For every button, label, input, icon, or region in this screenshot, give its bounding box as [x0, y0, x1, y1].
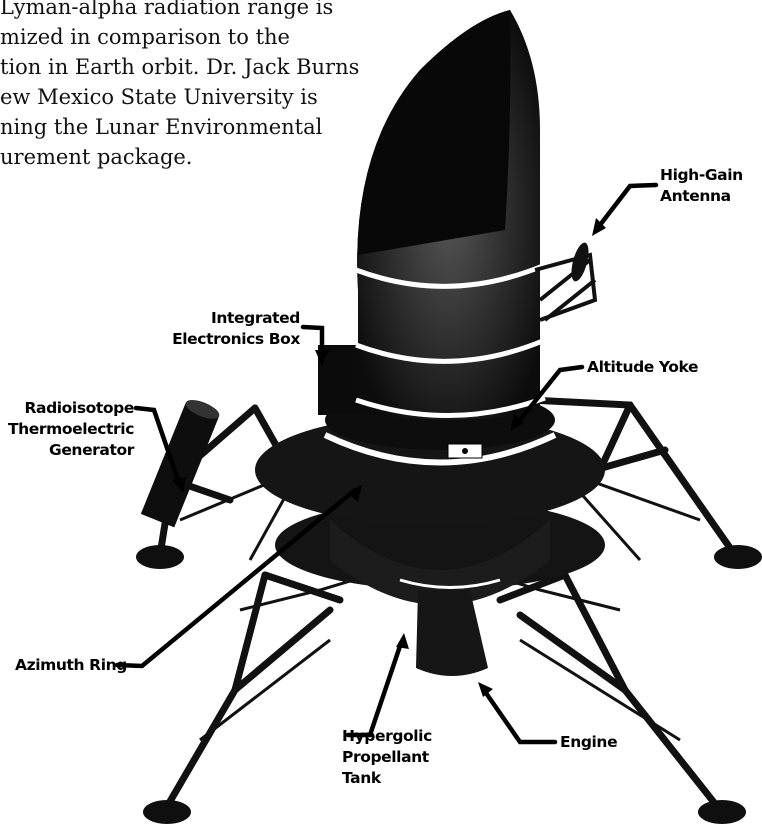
label-radioisotope-thermoelectric-generator: Radioisotope Thermoelectric Generator — [4, 398, 134, 461]
yoke-dot — [462, 448, 468, 454]
label-integrated-electronics-box: Integrated Electronics Box — [165, 308, 300, 350]
label-azimuth-ring: Azimuth Ring — [15, 655, 127, 676]
label-hypergolic-propellant-tank: Hypergolic Propellant Tank — [342, 726, 432, 789]
label-engine: Engine — [560, 732, 617, 753]
label-high-gain-antenna: High-Gain Antenna — [660, 165, 743, 207]
engine-nozzle — [416, 590, 488, 676]
label-altitude-yoke: Altitude Yoke — [587, 357, 698, 378]
